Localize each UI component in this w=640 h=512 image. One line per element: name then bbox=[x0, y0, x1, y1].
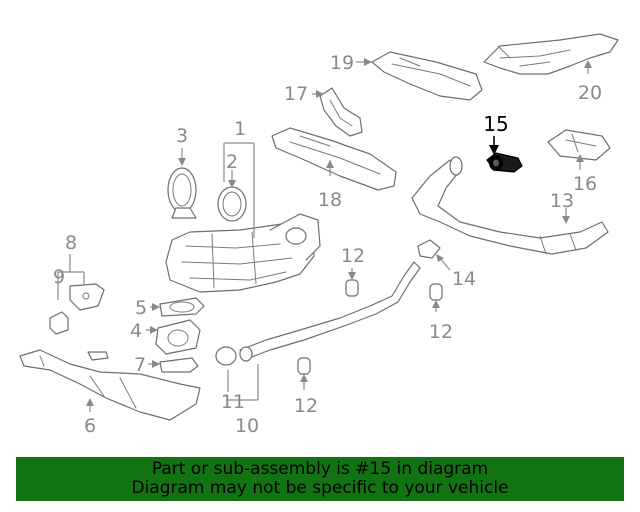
callout-10[interactable]: 10 bbox=[235, 415, 259, 437]
part-9-insulator[interactable] bbox=[49, 311, 69, 335]
arrow-heads bbox=[86, 58, 592, 406]
callout-14[interactable]: 14 bbox=[452, 268, 476, 290]
callout-15-highlighted[interactable]: 15 bbox=[483, 112, 508, 136]
part-16-shield[interactable] bbox=[547, 129, 611, 161]
part-19-heat-shield[interactable] bbox=[371, 51, 483, 101]
banner-line-part: Part or sub-assembly is #15 in diagram bbox=[151, 459, 489, 479]
callout-1[interactable]: 1 bbox=[234, 118, 246, 140]
part-8-bracket[interactable] bbox=[69, 283, 105, 311]
part-1-converter-assembly[interactable] bbox=[165, 213, 321, 293]
part-12-hanger-c[interactable] bbox=[297, 357, 311, 375]
callout-3[interactable]: 3 bbox=[176, 125, 188, 147]
part-6-front-pipe[interactable] bbox=[19, 349, 201, 421]
callout-6[interactable]: 6 bbox=[84, 415, 96, 437]
banner-line-disclaimer: Diagram may not be specific to your vehi… bbox=[131, 478, 509, 498]
callout-17[interactable]: 17 bbox=[284, 83, 308, 105]
callout-12-b[interactable]: 12 bbox=[429, 321, 453, 343]
part-12-hanger-a[interactable] bbox=[345, 279, 359, 297]
part-10-intermediate-pipe[interactable] bbox=[239, 261, 421, 362]
part-2-gasket[interactable] bbox=[217, 186, 247, 222]
part-5-gasket[interactable] bbox=[159, 297, 205, 317]
callout-2[interactable]: 2 bbox=[226, 151, 238, 173]
part-12-hanger-b[interactable] bbox=[429, 283, 443, 301]
callout-7[interactable]: 7 bbox=[134, 354, 146, 376]
part-7-gasket[interactable] bbox=[159, 357, 199, 373]
callout-5[interactable]: 5 bbox=[135, 297, 147, 319]
callout-12-c[interactable]: 12 bbox=[294, 395, 318, 417]
part-15-highlighted[interactable] bbox=[486, 152, 523, 173]
callout-labels: 1 2 3 4 5 6 7 8 9 10 11 12 12 12 13 14 1… bbox=[53, 52, 602, 437]
callout-4[interactable]: 4 bbox=[130, 320, 142, 342]
part-13-muffler-assembly[interactable] bbox=[411, 156, 609, 255]
part-3-clamp[interactable] bbox=[167, 167, 197, 219]
callout-20[interactable]: 20 bbox=[578, 82, 602, 104]
info-banner: Part or sub-assembly is #15 in diagram D… bbox=[16, 457, 624, 501]
callout-18[interactable]: 18 bbox=[318, 189, 342, 211]
part-20-heat-shield[interactable] bbox=[483, 33, 619, 75]
part-17-bracket[interactable] bbox=[319, 87, 363, 137]
part-11-clamp[interactable] bbox=[215, 346, 237, 366]
callout-13[interactable]: 13 bbox=[550, 190, 574, 212]
part-18-heat-shield[interactable] bbox=[271, 127, 397, 191]
callout-11[interactable]: 11 bbox=[221, 391, 245, 413]
callout-9[interactable]: 9 bbox=[53, 266, 65, 288]
part-4-flange[interactable] bbox=[155, 319, 201, 355]
callout-16[interactable]: 16 bbox=[573, 173, 597, 195]
callout-8[interactable]: 8 bbox=[65, 232, 77, 254]
part-14-gasket[interactable] bbox=[417, 239, 441, 259]
callout-19[interactable]: 19 bbox=[330, 52, 354, 74]
callout-12-a[interactable]: 12 bbox=[341, 245, 365, 267]
